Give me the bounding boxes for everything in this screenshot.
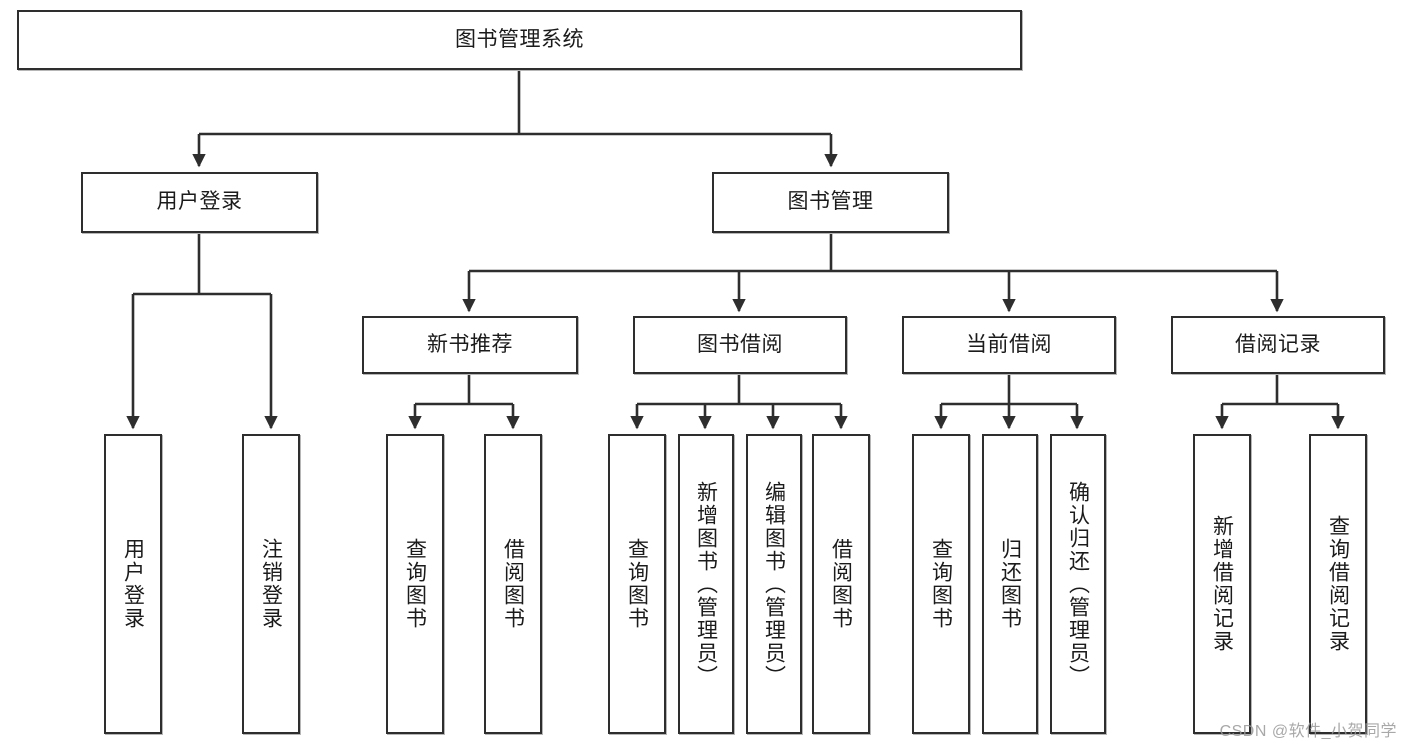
node-leaf-query-book-2-label: 查询图书	[625, 538, 649, 630]
node-book-borrow[interactable]: 图书借阅	[633, 316, 847, 374]
node-leaf-confirm-return-admin-label: 确认归还（管理员）	[1066, 480, 1090, 688]
node-leaf-query-book-1-label: 查询图书	[403, 538, 427, 630]
node-book-borrow-label: 图书借阅	[697, 332, 783, 356]
node-leaf-logout[interactable]: 注销登录	[242, 434, 300, 734]
node-leaf-add-book-admin-label: 新增图书（管理员）	[694, 480, 718, 688]
node-leaf-user-login[interactable]: 用户登录	[104, 434, 162, 734]
node-leaf-edit-book-admin[interactable]: 编辑图书（管理员）	[746, 434, 802, 734]
node-leaf-borrow-book-2-label: 借阅图书	[829, 538, 853, 630]
node-leaf-edit-book-admin-label: 编辑图书（管理员）	[762, 480, 786, 688]
node-leaf-confirm-return-admin[interactable]: 确认归还（管理员）	[1050, 434, 1106, 734]
node-book-management-label: 图书管理	[787, 190, 874, 214]
node-book-management[interactable]: 图书管理	[712, 172, 949, 233]
node-borrow-record[interactable]: 借阅记录	[1171, 316, 1385, 374]
node-leaf-query-book-2[interactable]: 查询图书	[608, 434, 666, 734]
node-root[interactable]: 图书管理系统	[17, 10, 1022, 70]
node-leaf-borrow-book-1[interactable]: 借阅图书	[484, 434, 542, 734]
node-current-borrow[interactable]: 当前借阅	[902, 316, 1116, 374]
node-leaf-query-borrow-record-label: 查询借阅记录	[1326, 515, 1350, 653]
node-current-borrow-label: 当前借阅	[966, 332, 1052, 356]
node-leaf-query-borrow-record[interactable]: 查询借阅记录	[1309, 434, 1367, 734]
node-user-login[interactable]: 用户登录	[81, 172, 318, 233]
node-leaf-borrow-book-1-label: 借阅图书	[501, 538, 525, 630]
node-leaf-logout-label: 注销登录	[259, 538, 283, 630]
node-leaf-add-book-admin[interactable]: 新增图书（管理员）	[678, 434, 734, 734]
node-leaf-query-book-3[interactable]: 查询图书	[912, 434, 970, 734]
node-leaf-query-book-1[interactable]: 查询图书	[386, 434, 444, 734]
node-leaf-add-borrow-record[interactable]: 新增借阅记录	[1193, 434, 1251, 734]
node-borrow-record-label: 借阅记录	[1235, 332, 1321, 356]
watermark-text: CSDN @软件_小贺同学	[1219, 723, 1397, 740]
node-leaf-user-login-label: 用户登录	[121, 538, 145, 630]
node-root-label: 图书管理系统	[455, 27, 584, 51]
node-leaf-query-book-3-label: 查询图书	[929, 538, 953, 630]
node-leaf-borrow-book-2[interactable]: 借阅图书	[812, 434, 870, 734]
node-leaf-return-book[interactable]: 归还图书	[982, 434, 1038, 734]
node-leaf-return-book-label: 归还图书	[998, 538, 1022, 630]
node-leaf-add-borrow-record-label: 新增借阅记录	[1210, 515, 1234, 653]
node-new-book-recommend[interactable]: 新书推荐	[362, 316, 578, 374]
node-new-book-recommend-label: 新书推荐	[427, 332, 513, 356]
node-user-login-label: 用户登录	[156, 190, 243, 214]
